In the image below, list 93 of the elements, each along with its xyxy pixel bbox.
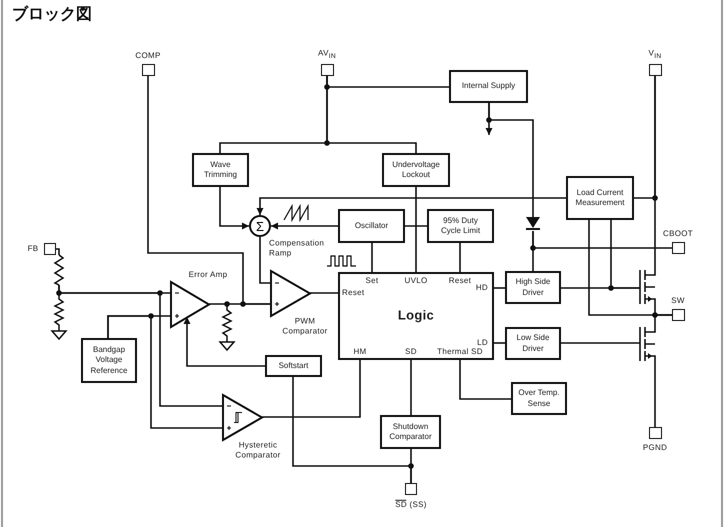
wire [405,225,427,227]
resistor-symbol [54,255,64,285]
wire [488,103,534,217]
block-label: Low Side Driver [516,333,550,354]
port-label: Reset [448,276,472,286]
block-label: Shutdown Comparator [388,422,433,442]
block-label: High Side Driver [514,277,552,298]
block-label: Over Temp. Sense [517,388,561,409]
arrow [184,317,265,367]
port-label: Reset [342,288,364,298]
pin-label: CBOOT [663,228,693,240]
pin-label: FB [28,244,38,254]
wire [259,237,271,284]
pin-terminal [405,483,417,495]
transistor-symbol [636,266,656,308]
pin-terminal [321,64,334,76]
block-caption: Compensation Ramp [269,238,326,260]
comparator-symbol [271,271,310,316]
wire [654,365,656,427]
wire [561,342,640,344]
port-label: Set [366,276,378,286]
pin-label: PGND [642,442,668,454]
wire [326,76,417,153]
block-caption: Hysteretic Comparator [234,440,282,462]
comparator-symbol [223,395,262,440]
port-label: LD [477,338,488,348]
block-box [81,338,137,383]
pin-terminal [649,64,662,76]
block-box [192,153,249,187]
wire [610,220,640,289]
block-label: Internal Supply [462,81,516,92]
logic-block [338,272,494,360]
arrow [256,197,566,215]
wire [310,292,338,294]
block-box [505,327,561,360]
block-title: Logic [398,308,434,324]
block-box [427,209,494,243]
pin-label: SD (SS) [395,500,427,510]
port-label: UVLO [404,276,428,286]
block-box [265,355,322,377]
summing-junction [249,215,271,237]
port-label: SD [405,346,417,358]
pin-terminal [672,242,685,254]
block-label: Bandgap Voltage Reference [90,344,128,376]
diode-symbol [526,217,540,231]
pin-terminal [44,243,56,255]
block-label: Softstart [278,360,308,372]
transistor-symbol [636,323,656,365]
block-box [338,209,405,243]
wire [532,231,534,271]
arrow [271,222,338,230]
block-box [380,415,441,449]
port-label: HM [353,346,367,358]
wire [588,220,672,316]
pin-terminal [649,427,662,439]
wire [415,187,417,272]
wire [459,243,461,272]
block-box [382,153,450,187]
block-label: 95% Duty Cycle Limit [440,216,482,236]
pin-label: COMP [135,50,161,62]
pin-label: V$_{IN}$ [648,48,662,62]
sigma-symbol: Σ [256,220,264,232]
wire [262,360,361,418]
wire [410,449,412,483]
arrow [219,187,249,230]
amplifier-symbol [171,282,209,327]
block-label: Undervoltage Lockout [391,160,441,180]
wire [459,360,511,400]
pin-terminal [142,64,155,76]
wire [494,287,505,289]
block-box [505,271,561,304]
wire [209,303,271,305]
wire [371,243,373,272]
block-label: Wave Trimming [202,160,238,180]
wire [410,360,412,415]
block-caption: Error Amp [188,270,228,280]
port-label: Thermal SD [437,346,483,358]
block-label: Load Current Measurement [575,188,625,208]
block-box [566,176,634,220]
block-caption: PWM Comparator [281,316,329,338]
diagram-title: ブロック図 [12,4,92,25]
wire [494,342,505,344]
port-label: HD [476,282,488,294]
wire [107,315,223,429]
block-box [449,70,528,103]
block-box [511,382,567,415]
wire [58,285,223,407]
block-label: Oscillator [354,220,388,232]
pin-label: SW [671,296,685,306]
pin-terminal [672,309,685,321]
pin-label: AV$_{IN}$ [318,48,336,62]
wire [56,248,60,255]
wire [654,76,656,266]
